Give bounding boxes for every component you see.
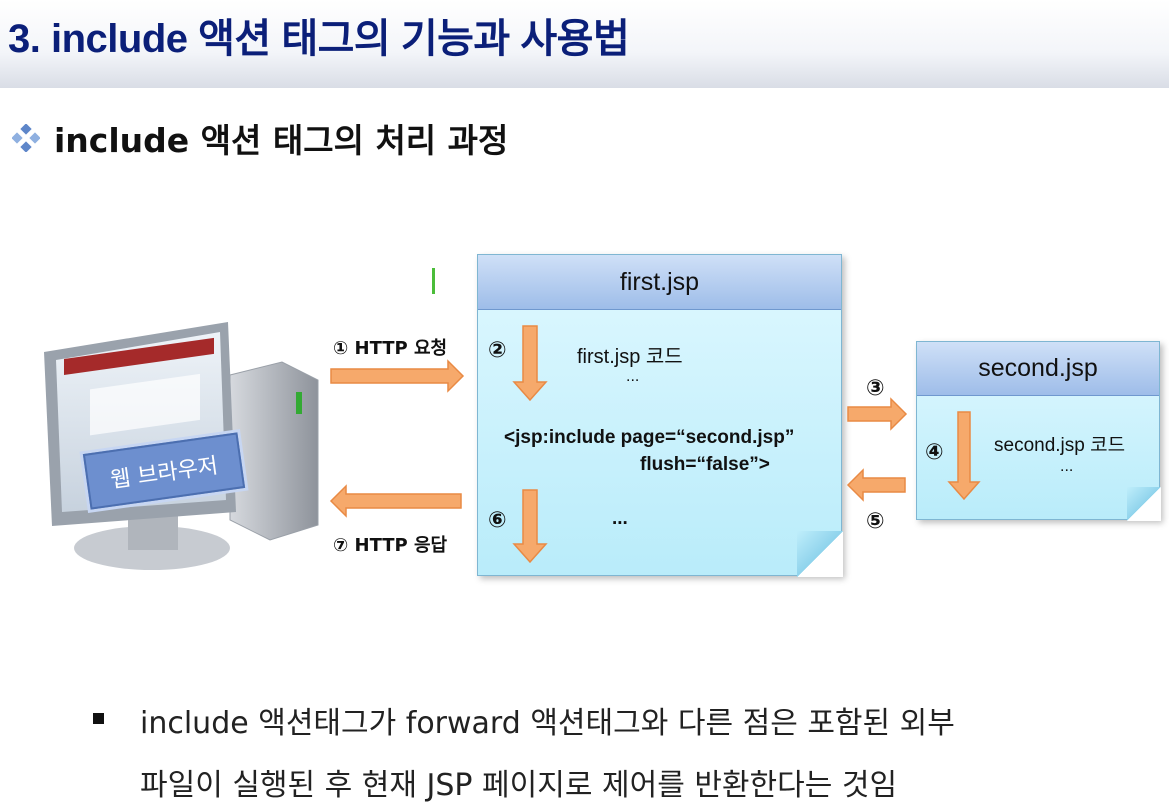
step2-down-arrow bbox=[514, 326, 546, 400]
step6-down-arrow bbox=[514, 490, 546, 562]
note-line-1: include 액션태그가 forward 액션태그와 다른 점은 포함된 외부 bbox=[140, 698, 955, 742]
include-return-arrow bbox=[848, 470, 905, 500]
note-bullet bbox=[93, 713, 104, 724]
response-arrow bbox=[331, 486, 461, 516]
request-arrow bbox=[331, 361, 463, 391]
step4-down-arrow bbox=[949, 412, 979, 499]
step-4: ④ bbox=[925, 440, 944, 465]
step-response-label: ⑦ HTTP 응답 bbox=[333, 531, 447, 557]
step-3: ③ bbox=[866, 376, 885, 401]
include-call-arrow bbox=[848, 399, 906, 429]
step-5: ⑤ bbox=[866, 509, 885, 534]
step-6: ⑥ bbox=[488, 508, 507, 533]
step-request-label: ① HTTP 요청 bbox=[333, 334, 447, 360]
note-line-2: 파일이 실행된 후 현재 JSP 페이지로 제어를 반환한다는 것임 bbox=[140, 760, 897, 804]
step-2: ② bbox=[488, 338, 507, 363]
